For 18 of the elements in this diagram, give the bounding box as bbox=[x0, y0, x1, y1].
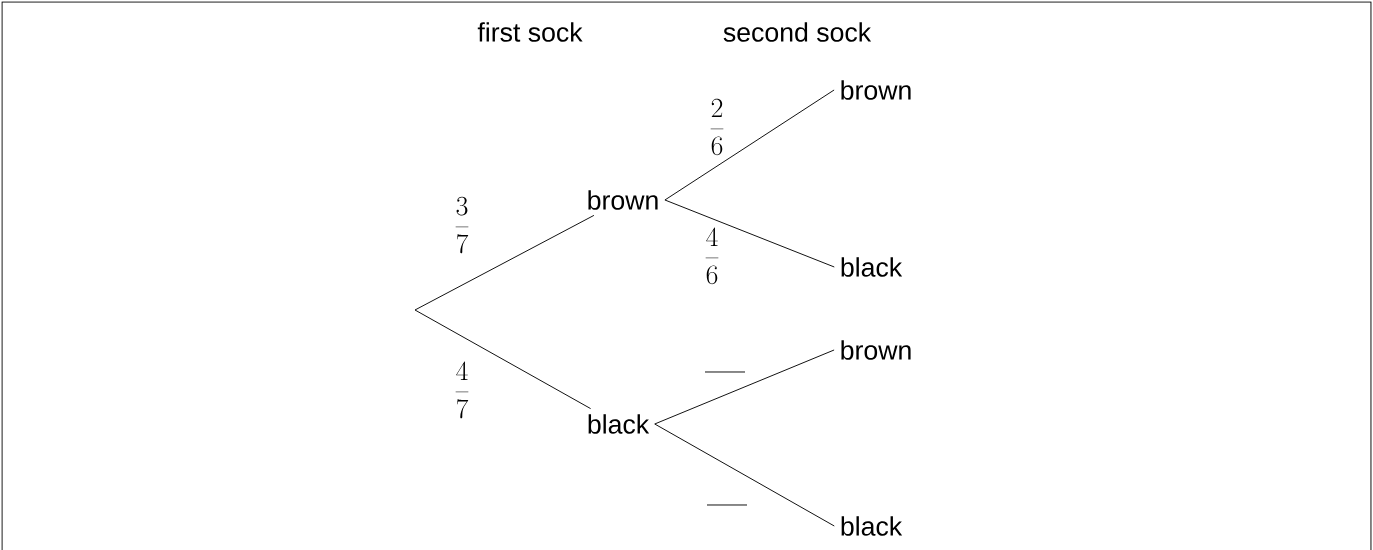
column-heading: first sock bbox=[477, 22, 583, 42]
outcome-label: black bbox=[841, 516, 903, 536]
outcome-label: brown bbox=[841, 80, 911, 100]
probability-fraction: $\frac{4}{6}$ bbox=[705, 227, 719, 285]
branch-line bbox=[664, 89, 835, 201]
outcome-label: black bbox=[588, 414, 650, 434]
branch-line bbox=[414, 214, 595, 311]
probability-fraction: $\frac{2}{6}$ bbox=[710, 98, 724, 156]
column-heading: second sock bbox=[723, 22, 872, 42]
probability-fraction: $\frac{4}{7}$ bbox=[455, 361, 469, 419]
outcome-label: brown bbox=[588, 190, 658, 210]
branch-line bbox=[414, 309, 592, 410]
branch-line bbox=[664, 199, 835, 268]
branch-line bbox=[654, 423, 835, 527]
branch-line bbox=[654, 349, 835, 425]
outcome-label: black bbox=[841, 257, 903, 277]
outcome-label: brown bbox=[841, 340, 911, 360]
probability-fraction: $\frac{3}{7}$ bbox=[455, 196, 469, 254]
